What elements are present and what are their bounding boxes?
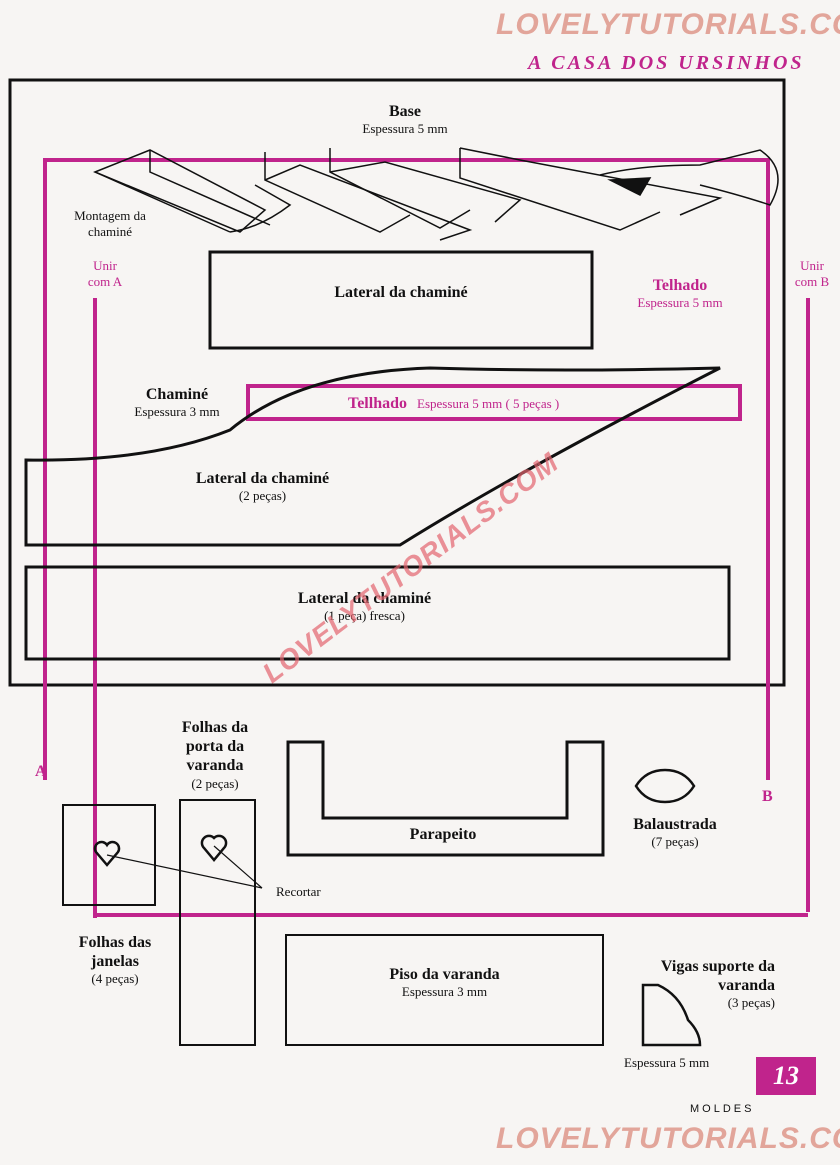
folhas-porta-label: Folhas da porta da varanda (2 peças) [160,718,270,791]
base-thickness: Espessura 5 mm [362,121,448,137]
parapeito-title: Parapeito [409,826,477,843]
lateral-bottom-count: (1 peça) fresca) [324,608,405,624]
vigas-thickness: Espessura 5 mm [624,1055,710,1070]
lateral-bottom-shape [24,565,731,661]
balaustrada-shape [634,768,696,804]
parapeito-shape [286,740,605,857]
unir-a-line1: Unir [93,258,117,273]
chamine-thickness: Espessura 3 mm [134,404,220,420]
vigas-count: (3 peças) [727,995,775,1011]
balaustrada-title: Balaustrada [633,816,717,833]
folhas-porta-line1: Folhas da [181,719,249,736]
watermark-top: LOVELYTUTORIALS.COM [496,8,840,41]
janela-shape [62,804,156,906]
telhado-thickness: Espessura 5 mm [637,295,723,311]
piso-thickness: Espessura 3 mm [401,984,488,1000]
telhado-strip-label: Tellhado Espessura 5 mm ( 5 peças ) [348,395,559,413]
piso-title: Piso da varanda [389,966,500,983]
balaustrada-count: (7 peças) [651,834,699,850]
watermark-bottom: LOVELYTUTORIALS.COM [496,1122,840,1155]
lateral-curved-title: Lateral da chaminé [195,470,330,487]
chamine-label: Chaminé Espessura 3 mm [112,385,242,420]
telhado-strip-detail: Espessura 5 mm ( 5 peças ) [417,396,560,411]
recortar-label: Recortar [276,884,321,899]
folhas-janelas-line1: Folhas das [78,934,152,951]
telhado-strip-title: Tellhado [348,395,407,412]
vigas-line2: varanda [718,977,775,995]
folhas-porta-line3: varanda [186,757,244,775]
chimney-assembly-sketch [93,147,779,241]
unir-b-line2: com B [794,273,830,289]
lateral-curved-shape [24,366,721,547]
folhas-janelas-line2: janelas [91,953,139,971]
vigas-line1: Vigas suporte da [660,958,775,975]
lateral-bottom-title: Lateral da chaminé [297,590,432,607]
page-number: 13 [756,1057,816,1095]
telhado-label: Telhado Espessura 5 mm [615,276,745,311]
montagem-line1: Montagem da [74,208,146,223]
lateral-bottom-label: Lateral da chaminé (1 peça) fresca) [262,589,467,624]
marker-b: B [762,788,773,805]
section-label: MOLDES [690,1103,755,1115]
vigas-label: Vigas suporte da varanda (3 peças) [615,957,775,1011]
folhas-janelas-label: Folhas das janelas (4 peças) [60,933,170,987]
base-title: Base [389,103,421,120]
lateral-curved-count: (2 peças) [238,488,287,504]
folhas-janelas-count: (4 peças) [91,971,139,987]
montagem-label: Montagem da chaminé [55,208,165,239]
marker-a: A [35,763,47,780]
telhado-title: Telhado [652,277,708,294]
unir-b-label: Unir com B [786,258,838,289]
unir-a-label: Unir com A [80,258,130,289]
base-label: Base Espessura 5 mm [330,102,480,137]
piso-shape [285,934,604,1046]
telhado-outline [43,158,770,780]
telhado-strip-shape [246,384,742,421]
folhas-porta-count: (2 peças) [191,775,239,791]
vigas-shape [641,983,702,1047]
janela-heart-icon [93,840,121,867]
porta-heart-icon [200,834,228,862]
outer-frame [8,78,786,687]
lateral-top-title: Lateral da chaminé [334,284,468,301]
folhas-porta-line2: porta da [185,738,245,756]
header-title: A CASA DOS URSINHOS [528,52,805,74]
lateral-top-shape [208,250,594,350]
unir-b-line1: Unir [800,258,824,273]
balaustrada-label: Balaustrada (7 peças) [615,815,735,850]
unir-a-line2: com A [87,273,123,289]
porta-shape [179,799,256,1046]
montagem-line2: chaminé [87,223,133,239]
chamine-title: Chaminé [145,386,209,403]
piso-label: Piso da varanda Espessura 3 mm [286,965,603,1000]
lateral-curved-label: Lateral da chaminé (2 peças) [160,469,365,504]
